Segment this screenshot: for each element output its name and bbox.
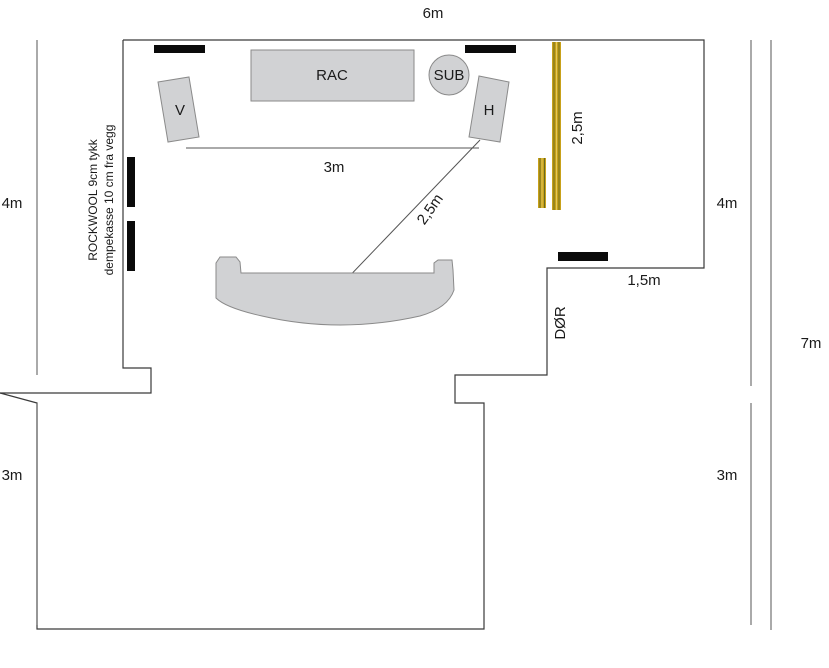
label-speaker-spacing: 3m <box>324 159 345 176</box>
right-speaker <box>468 75 510 143</box>
label-listening-distance: 2,5m <box>414 191 447 228</box>
right-speaker-label: H <box>484 102 495 119</box>
room-wall-left <box>0 40 152 394</box>
subwoofer-label: SUB <box>434 67 465 84</box>
label-door-offset: 1,5m <box>627 272 660 289</box>
label-right-inner-upper: 4m <box>717 195 738 212</box>
absorber-short <box>538 158 546 208</box>
listening-desk <box>215 256 455 326</box>
label-rockwool-line2: dempekasse 10 cm fra vegg <box>102 125 116 276</box>
panel-left-upper <box>127 157 135 207</box>
label-right-total: 7m <box>801 335 822 352</box>
label-door: DØR <box>552 306 569 340</box>
label-left-lower: 3m <box>2 467 23 484</box>
listening-distance-line <box>339 139 481 287</box>
left-speaker <box>157 76 200 143</box>
subwoofer <box>428 54 470 96</box>
absorber-tall <box>552 42 561 210</box>
rack <box>250 49 415 102</box>
label-right-inner-lower: 3m <box>717 467 738 484</box>
left-speaker-label: V <box>175 102 185 119</box>
rack-label: RAC <box>316 67 348 84</box>
label-top-width: 6m <box>423 5 444 22</box>
panel-left-lower <box>127 221 135 271</box>
label-rockwool-line1: ROCKWOOL 9cm tykk <box>86 138 100 261</box>
panel-top-left <box>154 45 205 53</box>
panel-top-right <box>465 45 516 53</box>
label-left-upper: 4m <box>2 195 23 212</box>
label-absorber-length: 2,5m <box>569 111 586 144</box>
panel-door <box>558 252 608 261</box>
